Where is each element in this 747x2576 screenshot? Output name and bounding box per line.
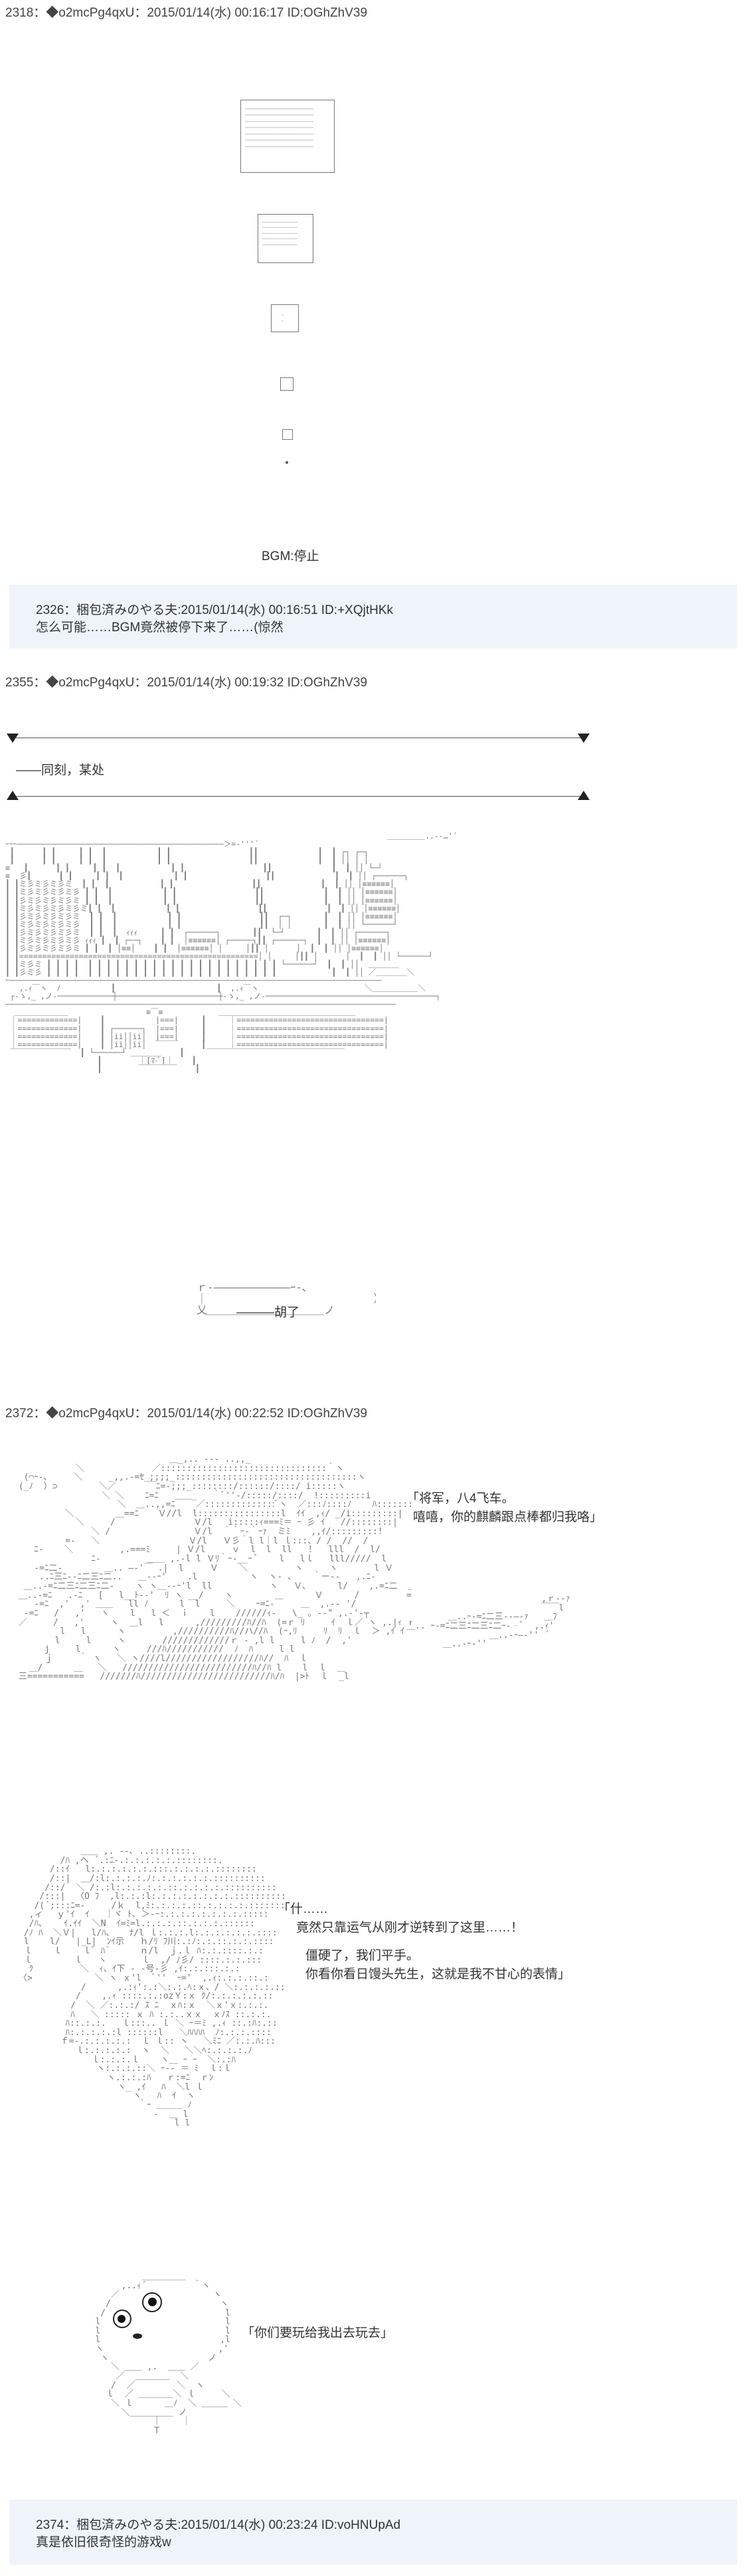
post-date: ：2015/01/14(水) 00:16:17: [134, 6, 284, 20]
triangle-down-icon: [7, 734, 19, 743]
character-ascii-art: ＿＿＿＿＿ ,..ｨ´ ｀ヽ ／ ヽ / ヽ / l l l l l l: [95, 2272, 242, 2436]
eye-left-icon: [113, 2310, 131, 2328]
eye-right-icon: [142, 2292, 162, 2312]
mouth-icon: [133, 2333, 142, 2339]
arrow-ascii-art: ,ｒ‐‐ｧ ￣￣l ＿..ｰ-=ﾆ二三--―‐ｧ ＿ﾌ ＿.. ｰ-=ﾆ二三ﾆ二…: [406, 1595, 570, 1650]
speech-block-3: 「你们要玩给我出去玩去」: [242, 2326, 394, 2340]
speech-block-2: 「什…… 竟然只靠运气从刚才逆转到了这里……！ 僵硬了，我们平手。 你看你看日馒…: [278, 1902, 571, 1981]
reply-body: 怎么可能……BGM竟然被停下来了……(惊然: [36, 621, 284, 635]
text-frame-tiny: [280, 377, 293, 391]
post-header: 2355：◆o2mcPg4qxU：2015/01/14(水) 00:19:32 …: [5, 676, 368, 690]
post-header: 2372：◆o2mcPg4qxU：2015/01/14(水) 00:22:52 …: [5, 1407, 368, 1421]
triangle-up-icon: [7, 791, 19, 800]
poster-name: ◆o2mcPg4qxU: [46, 1407, 135, 1421]
reply-block: 2326：梱包済みのやる夫:2015/01/14(水) 00:16:51 ID:…: [9, 585, 737, 648]
post-date: ：2015/01/14(水) 00:19:32: [134, 676, 284, 690]
post-date: ：2015/01/14(水) 00:22:52: [134, 1407, 284, 1421]
character-ascii-art: ＿_,.. -‐- ..,,_ ＼ ／:::::::::::::::::::::…: [18, 1455, 412, 1682]
murmur-text: ———胡了: [236, 1306, 300, 1320]
bgm-status: BGM:停止: [262, 549, 319, 563]
text-frame-small: · ·: [271, 304, 299, 332]
post-header: 2318：◆o2mcPg4qxU：2015/01/14(水) 00:16:17 …: [5, 6, 368, 20]
poster-id: ID:OGhZhV39: [287, 676, 368, 690]
triangle-down-icon: [578, 734, 590, 743]
post-number[interactable]: 2372: [5, 1407, 34, 1421]
character-ascii-art: ＿＿ ,. ‐‐､ ..::::::::. /ﾊ ,ヘ ´.:ﾆ-.:.:.:.…: [19, 1847, 287, 2126]
poster-name: ◆o2mcPg4qxU: [46, 6, 135, 20]
reply-header: 2326：梱包済みのやる夫:2015/01/14(水) 00:16:51 ID:…: [36, 603, 394, 617]
text-frame-large: ─────────────────── ─────────────────── …: [240, 100, 335, 173]
post-number[interactable]: 2355: [5, 676, 34, 690]
text-frame-mini: [282, 429, 293, 440]
reply-header: 2374：梱包済みのやる夫:2015/01/14(水) 00:23:24 ID:…: [36, 2518, 401, 2532]
triangle-up-icon: [578, 791, 590, 800]
text-frame-dot: [286, 461, 288, 464]
scene-caption: ——同刻，某处: [16, 763, 105, 777]
room-ascii-art: ＿＿＿＿＿..-‐…'´ ｰｰｰ――――――――――――――――――――――――…: [5, 832, 457, 1073]
poster-id: ID:OGhZhV39: [287, 1407, 368, 1421]
poster-id: ID:OGhZhV39: [287, 6, 368, 20]
speech-bubble: ｒ‐――――――――――――ｰ‐､ ｜ ） 乂＿＿＿＿＿＿＿＿＿＿＿ノ: [197, 1282, 376, 1316]
text-frame-medium: ─────────── ─────────── ─────────── ────…: [258, 214, 313, 263]
reply-block: 2374：梱包済みのやる夫:2015/01/14(水) 00:23:24 ID:…: [9, 2500, 737, 2565]
post-number[interactable]: 2318: [5, 6, 34, 20]
reply-body: 真是依旧很奇怪的游戏w: [36, 2535, 171, 2549]
divider-line: [16, 796, 582, 797]
poster-name: ◆o2mcPg4qxU: [46, 676, 135, 690]
speech-block-1: 「将军，八4飞车。 嘻嘻，你的麒麟跟点棒都归我咯」: [406, 1492, 603, 1524]
